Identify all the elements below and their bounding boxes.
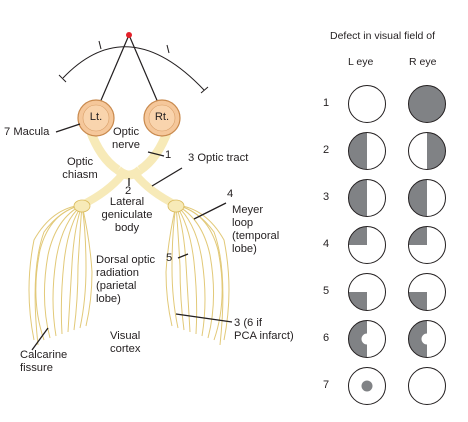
defect-area (348, 292, 367, 311)
left-eye-field-3 (348, 179, 386, 217)
left-eye-field-1 (348, 85, 386, 123)
row-number-6: 6 (323, 332, 330, 344)
defect-area (408, 226, 427, 245)
lesion-1-label: 1 (165, 149, 172, 161)
defect-area (408, 179, 427, 217)
arc-tick-left (58, 74, 67, 83)
leader-optic-tract (151, 167, 183, 187)
defect-area (408, 320, 427, 358)
lesion-4-label: 4 (227, 188, 234, 200)
row-number-5: 5 (323, 285, 330, 297)
arc-tick-mid-left (98, 40, 102, 50)
right-eye-inner (148, 104, 176, 132)
left-eye-header: L eye (348, 56, 374, 68)
row-number-1: 1 (323, 97, 330, 109)
fixation-point (126, 32, 132, 38)
calcarine-fissure-label: Calcarine fissure (20, 349, 68, 374)
defect-area (348, 132, 367, 170)
lesion-2-label: 2 (125, 185, 132, 197)
right-eye-field-2 (408, 132, 446, 170)
defect-circles (348, 85, 446, 405)
leader-macula (55, 123, 81, 133)
right-eye-field-4 (408, 226, 446, 264)
defect-table-title: Defect in visual field of (330, 30, 436, 42)
leader-calcarine (31, 327, 49, 351)
defect-area (408, 292, 427, 311)
sight-line-left (95, 34, 130, 113)
row-number-2: 2 (323, 144, 330, 156)
defect-area (348, 179, 367, 217)
lesion-5-label: 5 (166, 252, 173, 264)
left-eye-field-7 (348, 367, 386, 405)
dorsal-optic-radiation-label: Dorsal optic radiation (parietal lobe) (96, 254, 156, 305)
lateral-geniculate-body-label: Lateral geniculate body (101, 196, 153, 234)
right-eye-field-1 (408, 85, 446, 123)
sight-line-right (128, 34, 163, 113)
right-eye-field-6 (408, 320, 446, 358)
right-eye-label: Rt. (154, 111, 170, 123)
right-eye-field-5 (408, 273, 446, 311)
defect-area (427, 132, 446, 170)
visual-field-arc (62, 46, 205, 91)
optic-tract-label: 3 Optic tract (188, 152, 249, 164)
right-eye-field-7 (408, 367, 446, 405)
arc-tick-mid-right (166, 44, 170, 54)
left-eye-inner (82, 104, 110, 132)
meyer-loop-label: Meyer loop (temporal lobe) (232, 204, 280, 255)
row-number-7: 7 (323, 379, 330, 391)
lesion-3-label: 3 (6 if PCA infarct) (234, 317, 294, 342)
left-eye-field-2 (348, 132, 386, 170)
optic-chiasm-label: Optic chiasm (62, 156, 98, 181)
defect-area (348, 226, 367, 245)
row-number-3: 3 (323, 191, 330, 203)
defect-area (408, 85, 446, 123)
defect-area (361, 380, 373, 392)
left-eye-field-6 (348, 320, 386, 358)
right-geniculate-body (167, 199, 185, 213)
macula-label: 7 Macula (4, 126, 50, 138)
leader-lesion-5 (177, 253, 189, 259)
row-number-4: 4 (323, 238, 330, 250)
right-eye-field-3 (408, 179, 446, 217)
left-eye-field-5 (348, 273, 386, 311)
left-eye-label: Lt. (89, 111, 103, 123)
visual-cortex-label: Visual cortex (110, 330, 141, 355)
left-geniculate-body (73, 199, 91, 213)
arc-tick-right (200, 86, 209, 94)
leader-lesion-1 (147, 151, 165, 157)
leader-lines (31, 123, 233, 351)
right-eye-header: R eye (409, 56, 437, 68)
defect-area (348, 320, 367, 358)
leader-lesion-3 (175, 313, 233, 323)
left-eye-field-4 (348, 226, 386, 264)
leader-lesion-4 (193, 202, 227, 220)
optic-nerve-label: Optic nerve (112, 126, 140, 151)
